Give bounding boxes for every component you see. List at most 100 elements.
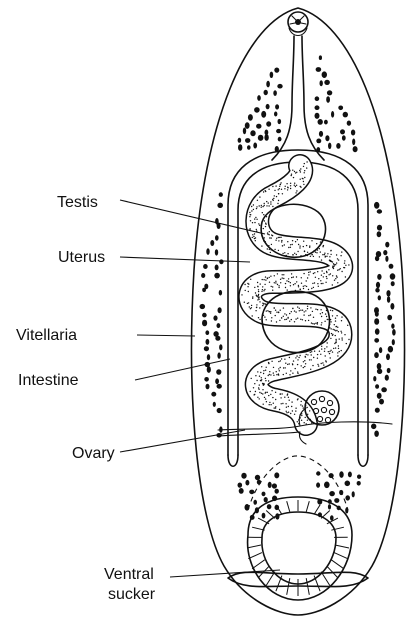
vitellaria-dot — [217, 384, 222, 389]
vitellaria-dot — [214, 273, 220, 279]
label-ventral-sucker-line1: Ventral — [104, 566, 154, 583]
vitellaria-dot — [357, 481, 361, 486]
vitellaria-dot — [345, 481, 351, 487]
vitellaria-dot — [334, 498, 339, 503]
vitellaria-dot — [278, 137, 282, 142]
vitellaria-dot — [239, 488, 244, 494]
vitellaria-dot — [324, 482, 330, 489]
vitellaria-dot — [385, 242, 389, 248]
leader-vitellaria — [137, 335, 195, 336]
vitellaria-dot — [315, 105, 320, 110]
vitellaria-dot — [375, 328, 380, 334]
vitellaria-dot — [315, 113, 320, 119]
leader-intestine — [135, 359, 230, 380]
label-testis: Testis — [57, 194, 98, 211]
vitellaria-dot — [215, 378, 219, 384]
leader-uterus — [120, 257, 250, 262]
vitellaria-dot — [205, 330, 209, 335]
vitellaria-dot — [377, 363, 382, 370]
vitellaria-dot — [375, 288, 379, 293]
vitellaria-dot — [330, 515, 334, 521]
vitellaria-dot — [213, 402, 216, 407]
vitellaria-dot — [386, 354, 390, 361]
vitellaria-dot — [378, 295, 381, 300]
vitellaria-dot — [268, 482, 272, 488]
vitellaria-dot — [216, 369, 221, 375]
vitellaria-dot — [352, 139, 355, 146]
vitellaria-dot — [315, 96, 320, 101]
vitellaria-dot — [273, 90, 277, 96]
vitellaria-dot — [316, 67, 322, 72]
vitellaria-dot — [206, 248, 209, 255]
vitellaria-dot — [325, 135, 329, 141]
vitellaria-dot — [387, 315, 392, 321]
vitellaria-dot — [245, 122, 250, 129]
vitellaria-dot — [392, 339, 395, 345]
vitellaria-dot — [217, 323, 221, 328]
vitellaria-dot — [391, 323, 394, 328]
vitellaria-dot — [387, 368, 391, 373]
vitellaria-dot — [211, 392, 216, 397]
vitellaria-dot — [381, 387, 387, 392]
label-intestine: Intestine — [18, 372, 79, 389]
vitellaria-dot — [241, 473, 246, 479]
vitellaria-dot — [202, 313, 207, 318]
vitellaria-dot — [258, 135, 264, 141]
vitellaria-dot — [390, 273, 396, 279]
vitellaria-dot — [206, 384, 210, 390]
vitellaria-dot — [238, 483, 243, 488]
vitellaria-dot — [357, 475, 361, 479]
vitellaria-dot — [328, 143, 331, 149]
vitellaria-dot — [278, 119, 282, 124]
vitellaria-dot — [377, 274, 381, 280]
vitellaria-dot — [266, 81, 270, 88]
vitellaria-dot — [383, 250, 387, 255]
vitellaria-dot — [257, 95, 261, 101]
esophagus — [272, 36, 294, 160]
vitellaria-dot — [202, 320, 207, 327]
vitellaria-dot — [376, 282, 380, 288]
vitellaria-dot — [316, 482, 320, 487]
vitellaria-dot — [238, 138, 242, 143]
vitellaria-dot — [375, 311, 379, 316]
vitellaria-dot — [261, 111, 266, 118]
vitellaria-dot — [328, 504, 331, 509]
vitellaria-dot — [274, 472, 279, 478]
vitellaria-dot — [275, 489, 279, 494]
vitellaria-dot — [353, 146, 358, 152]
vitellaria-dot — [217, 203, 223, 208]
vitellaria-dot — [245, 138, 250, 143]
vitellaria-dot — [374, 202, 379, 209]
vitellaria-dot — [200, 304, 206, 309]
vitellaria-dot — [320, 80, 323, 86]
vitellaria-dot — [215, 249, 218, 255]
vitellaria-dot — [270, 72, 274, 78]
vitellaria-dot — [336, 143, 340, 149]
vitellaria-dot — [340, 129, 345, 134]
vitellaria-dot — [264, 134, 268, 141]
vitellaria-dot — [274, 68, 279, 73]
vitellaria-dot — [327, 90, 332, 95]
vitellaria-dot — [215, 235, 219, 241]
vitellaria-dot — [373, 376, 376, 381]
vitellaria-dot — [348, 472, 352, 478]
vitellaria-dot — [254, 107, 260, 113]
vitellaria-dot — [374, 338, 379, 343]
vitellaria-dot — [379, 399, 384, 405]
vitellaria-dot — [374, 431, 379, 437]
vitellaria-dot — [377, 225, 382, 231]
vitellaria-dot — [207, 354, 210, 360]
vitellaria-dot — [245, 480, 249, 486]
vitellaria-dot — [266, 121, 271, 126]
vitellaria-dot — [204, 346, 209, 351]
vitellaria-dot — [264, 497, 268, 502]
vitellaria-dot — [352, 491, 355, 497]
vitellaria-dot — [324, 120, 328, 125]
vitellaria-dot — [203, 264, 208, 269]
label-vitellaria: Vitellaria — [16, 327, 77, 344]
vitellaria-dot — [316, 139, 321, 144]
vitellaria-dot — [377, 209, 382, 213]
vitellaria-dot — [319, 131, 323, 137]
vitellaria-dot — [266, 104, 270, 109]
vitellaria-dot — [338, 106, 343, 111]
